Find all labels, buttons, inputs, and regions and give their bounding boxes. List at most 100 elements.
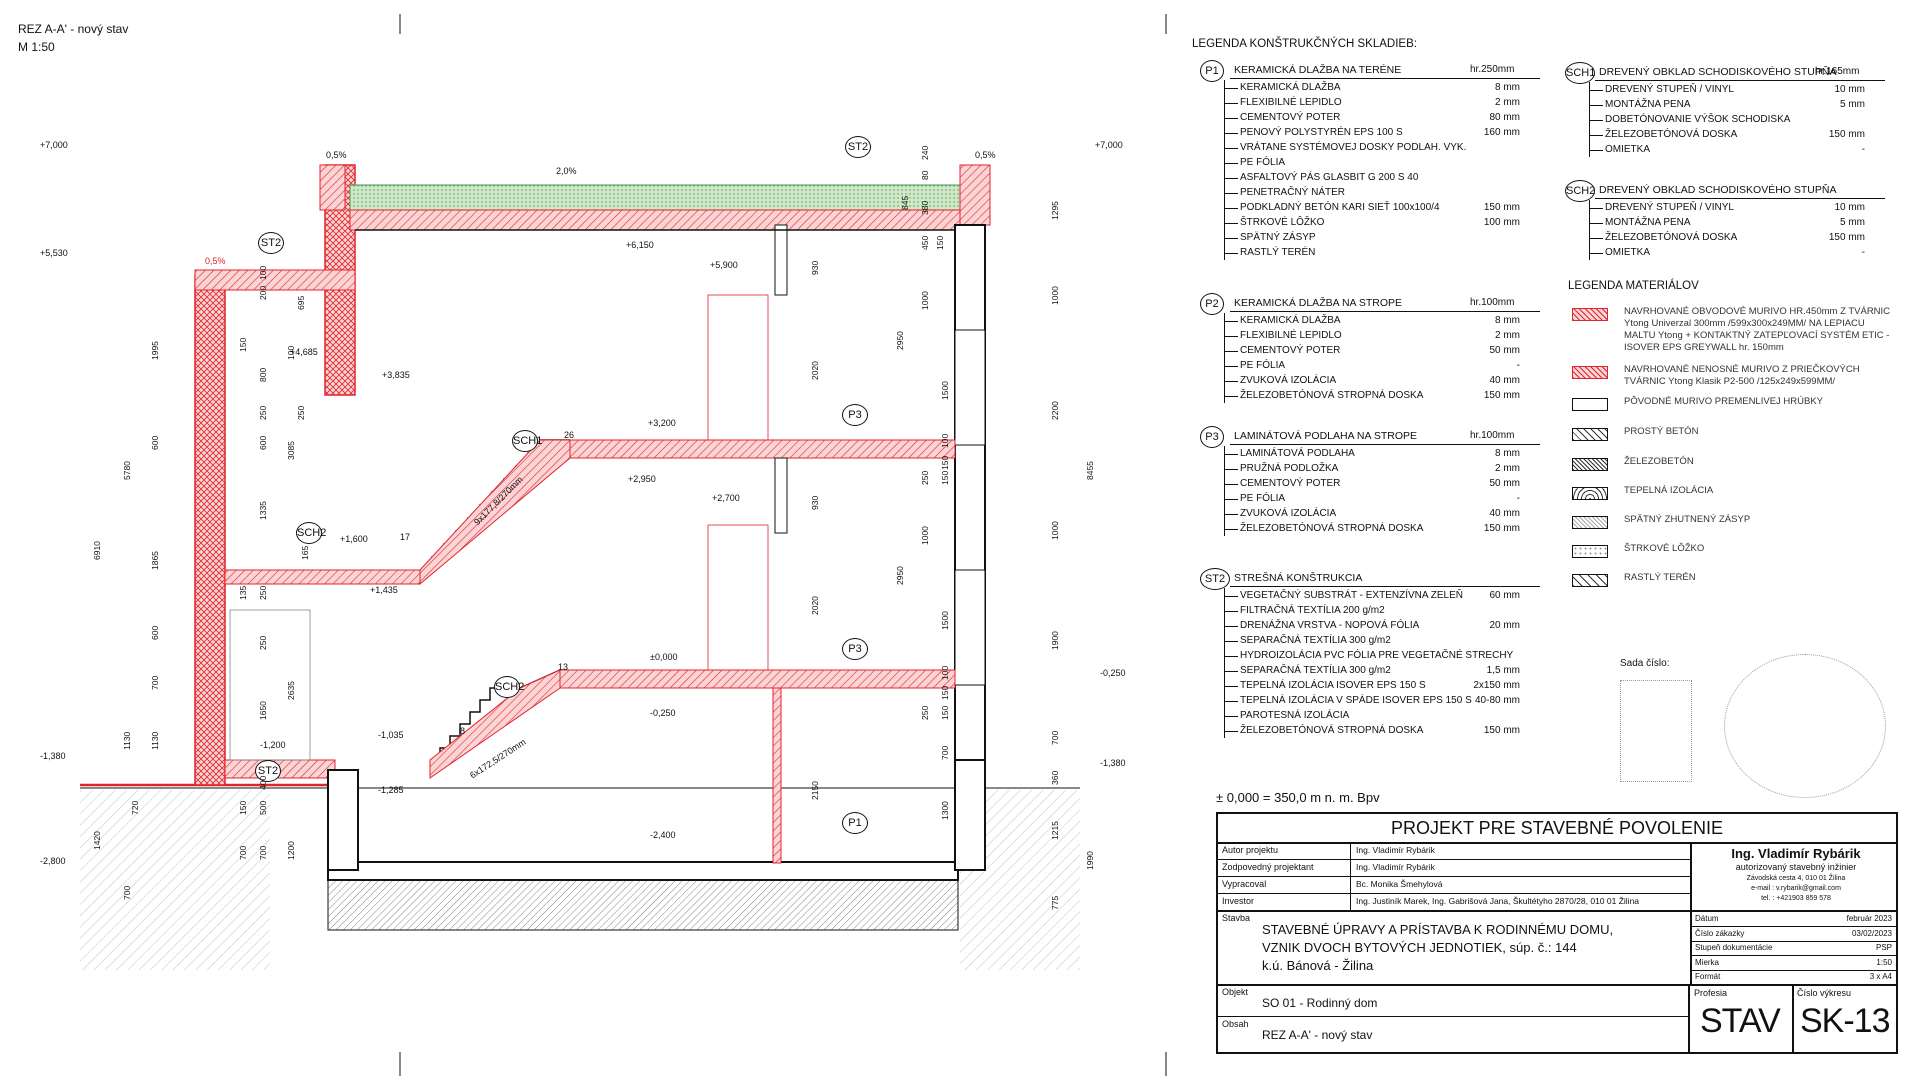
composition-name: KERAMICKÁ DLAŽBA NA STROPE	[1234, 297, 1403, 309]
layer-leader	[1224, 321, 1238, 322]
layer-name: TEPELNÁ IZOLÁCIA V SPÁDE ISOVER EPS 150 …	[1240, 695, 1472, 706]
info-divider	[1692, 926, 1898, 927]
profesia-label: Profesia	[1694, 988, 1728, 998]
dimension-label: 250	[296, 405, 306, 420]
layer-name: CEMENTOVÝ POTER	[1240, 345, 1341, 356]
layer-name: FLEXIBILNÉ LEPIDLO	[1240, 330, 1342, 341]
composition-tag: ST2	[1200, 568, 1230, 590]
layer-name: MONTÁŽNA PENA	[1605, 217, 1691, 228]
legend-title: LEGENDA KONŠTRUKČNÝCH SKLADIEB:	[1192, 38, 1417, 50]
layer-name: PE FÓLIA	[1240, 157, 1286, 168]
layer-leader	[1224, 223, 1238, 224]
datum-note: ± 0,000 = 350,0 m n. m. Bpv	[1216, 790, 1380, 805]
door-mid	[707, 524, 769, 671]
dimension-label: 3085	[286, 441, 296, 460]
objekt-label: Objekt	[1222, 987, 1249, 997]
layer-leader	[1589, 120, 1603, 121]
layer-name: ŽELEZOBETÓNOVÁ STROPNÁ DOSKA	[1240, 523, 1424, 534]
layer-leader	[1224, 529, 1238, 530]
floor-upper	[569, 439, 956, 459]
layer-leader	[1224, 336, 1238, 337]
info-label: Stupeň dokumentácie	[1695, 943, 1773, 952]
wall-right	[954, 224, 986, 781]
composition-total: hr.100mm	[1470, 297, 1515, 308]
layer-name: DREVENÝ STUPEŇ / VINYL	[1605, 84, 1734, 95]
layer-leader	[1224, 484, 1238, 485]
dimension-label: 1000	[920, 291, 930, 310]
dimension-label: 1000	[1050, 521, 1060, 540]
material-swatch	[1572, 398, 1608, 411]
composition-total: hr.165mm	[1815, 66, 1860, 77]
dimension-label: 845	[900, 195, 910, 210]
layer-name: LAMINÁTOVÁ PODLAHA	[1240, 448, 1355, 459]
layer-leader	[1224, 351, 1238, 352]
dimension-label: 250	[920, 705, 930, 720]
layer-thickness: -	[1861, 247, 1865, 258]
stamp-box	[1620, 680, 1692, 782]
layer-thickness: 100 mm	[1483, 217, 1520, 228]
level-left-1: +7,000	[40, 140, 68, 150]
layer-name: VEGETAČNÝ SUBSTRÁT - EXTENZÍVNA ZELEŇ	[1240, 590, 1464, 601]
partition-upper	[774, 224, 788, 296]
roof-slab	[349, 209, 961, 231]
parapet-left	[319, 164, 346, 211]
dimension-label: 250	[258, 635, 268, 650]
layer-name: ŽELEZOBETÓNOVÁ DOSKA	[1605, 232, 1738, 243]
level-left-3: -1,380	[40, 751, 66, 761]
layer-name: ŽELEZOBETÓNOVÁ STROPNÁ DOSKA	[1240, 725, 1424, 736]
company-name: Ing. Vladimír Rybárik	[1731, 846, 1861, 861]
dimension-label: 600	[258, 435, 268, 450]
level-mark: +3,835	[382, 370, 410, 380]
slope-label: 0,5%	[326, 150, 347, 160]
layer-name: PE FÓLIA	[1240, 493, 1286, 504]
level-mark: -2,400	[650, 830, 676, 840]
dimension-label: 150	[935, 235, 945, 250]
layer-leader	[1224, 381, 1238, 382]
tag-p1: P1	[842, 812, 868, 834]
layer-leader-line	[1224, 588, 1225, 738]
dimension-label: 80	[920, 170, 930, 180]
dimension-label: 1000	[920, 526, 930, 545]
info-value: február 2023	[1846, 914, 1892, 923]
company-role: autorizovaný stavebný inžinier	[1735, 862, 1857, 872]
layer-leader	[1224, 148, 1238, 149]
layer-thickness: 1,5 mm	[1486, 665, 1520, 676]
step-number: 17	[400, 532, 411, 542]
material-label: RASTLÝ TERÉN	[1624, 572, 1696, 583]
row-divider	[1218, 893, 1690, 894]
layer-name: MONTÁŽNA PENA	[1605, 99, 1691, 110]
row-label: Zodpovedný projektant	[1222, 862, 1314, 872]
info-value: PSP	[1875, 943, 1892, 952]
layer-leader	[1224, 469, 1238, 470]
layer-thickness: 5 mm	[1840, 99, 1865, 110]
layer-leader	[1224, 118, 1238, 119]
layer-leader	[1224, 454, 1238, 455]
info-divider	[1692, 969, 1898, 971]
dimension-label: 2635	[286, 681, 296, 700]
level-right-2: -0,250	[1100, 668, 1126, 678]
layer-leader	[1224, 178, 1238, 179]
dimension-label: 1215	[1050, 821, 1060, 840]
layer-thickness: 150 mm	[1828, 232, 1865, 243]
tag-st2: ST2	[258, 232, 284, 254]
dimension-label: 150	[238, 800, 248, 815]
dimension-label: 150	[940, 685, 950, 700]
info-label: Číslo zákazky	[1695, 928, 1745, 938]
dimension-label: 800	[258, 367, 268, 382]
layer-thickness: 10 mm	[1834, 202, 1865, 213]
composition-total: hr.100mm	[1470, 430, 1515, 441]
divider	[1218, 984, 1896, 986]
row-label: Autor projektu	[1222, 845, 1279, 855]
stavba-line-2: VZNIK DVOCH BYTOVÝCH JEDNOTIEK, súp. č.:…	[1262, 940, 1577, 955]
step-number: 8	[460, 726, 466, 736]
layer-thickness: 2 mm	[1495, 97, 1520, 108]
composition-underline	[1230, 311, 1540, 312]
composition-tag: SCH1	[1565, 62, 1595, 84]
layer-name: PENETRAČNÝ NÁTER	[1240, 187, 1346, 198]
level-mark: +2,700	[712, 493, 740, 503]
composition-underline	[1595, 198, 1885, 199]
layer-name: KERAMICKÁ DLAŽBA	[1240, 315, 1341, 326]
layer-leader-line	[1589, 200, 1590, 260]
layer-thickness: 10 mm	[1834, 84, 1865, 95]
dimension-label: 930	[810, 260, 820, 275]
